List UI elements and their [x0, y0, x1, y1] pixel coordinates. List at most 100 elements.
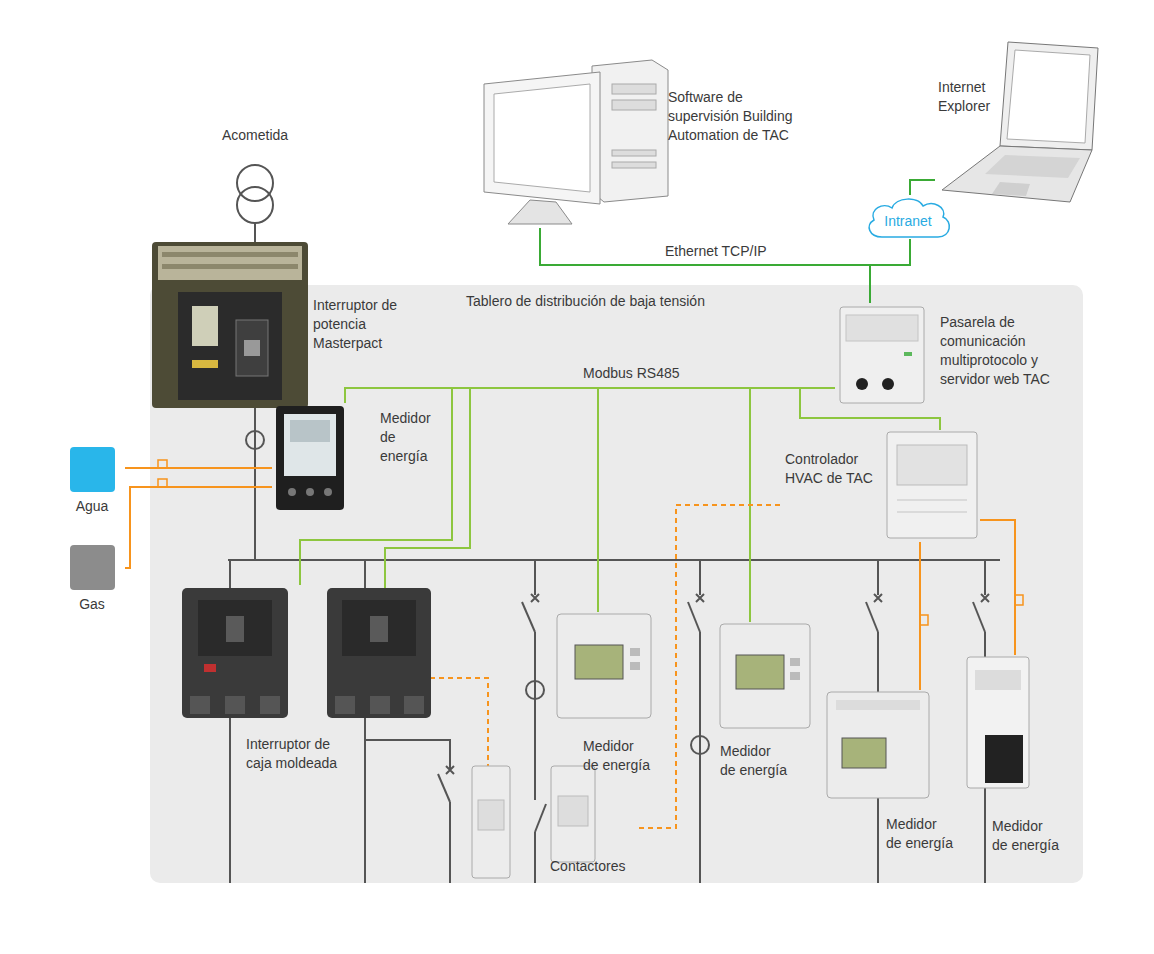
gateway-label-plate — [846, 315, 918, 341]
energy-meter: Medidor de energía — [825, 690, 959, 856]
bus-label: Ethernet TCP/IP — [662, 242, 770, 261]
contactor-case — [551, 766, 595, 862]
power-breaker: Interruptor de potencia Masterpact — [150, 240, 445, 412]
gateway-led — [904, 352, 912, 356]
current-sensor — [691, 736, 709, 754]
pulse-symbol — [158, 460, 167, 468]
laptop-screen — [1007, 50, 1090, 143]
gateway-case — [840, 307, 924, 403]
branch-line — [449, 802, 451, 883]
meter-lcd — [736, 655, 784, 689]
pulse-meter-picture — [827, 692, 929, 798]
current-sensor — [246, 431, 264, 449]
pulse-symbol — [158, 479, 167, 487]
node-label: Intranet — [862, 212, 954, 231]
gateway-port — [882, 378, 894, 390]
supervision-workstation: Software de supervisión Building Automat… — [480, 48, 835, 228]
node-label: Medidor de energía — [583, 737, 652, 775]
meter-button — [790, 672, 800, 680]
contactor-front — [478, 800, 504, 830]
connector — [800, 388, 940, 430]
breaker-terminal — [225, 696, 245, 714]
monitor-screen — [494, 84, 590, 192]
breaker-button — [244, 340, 260, 356]
switch-cross — [981, 594, 989, 602]
controller-case — [887, 432, 977, 538]
branch-line — [365, 740, 450, 770]
workstation-picture — [484, 60, 668, 224]
drive-bay — [612, 84, 656, 94]
meter-lcd — [842, 738, 886, 768]
branch-line — [984, 560, 986, 595]
gateway-picture — [840, 307, 924, 403]
connector — [540, 228, 870, 303]
breaker-case — [152, 242, 308, 408]
contactor-front — [558, 796, 588, 826]
masterpact-picture — [152, 242, 308, 408]
gateway-port — [856, 378, 868, 390]
node-label: Medidor de energía — [992, 817, 1062, 855]
connector — [598, 388, 835, 612]
gas-source: Gas — [62, 545, 125, 617]
edge-label-holder: Ethernet TCP/IP — [662, 242, 770, 261]
monitor-stand — [508, 200, 572, 224]
connector — [635, 505, 780, 828]
laptop-picture — [942, 42, 1098, 202]
transformer-coil — [237, 165, 273, 201]
drive-bay — [612, 100, 656, 110]
node-label: Medidor de energía — [886, 815, 956, 853]
din-meter-picture — [720, 624, 810, 728]
connector — [300, 388, 835, 585]
meter-case — [276, 406, 344, 510]
node-label: Tablero de distribución de baja tensión — [466, 292, 766, 311]
pulse-symbol — [1015, 595, 1023, 605]
breaker-terminal — [404, 696, 424, 714]
control-wire — [430, 678, 488, 766]
switch-blade — [438, 774, 450, 802]
pulse-meter-picture — [967, 657, 1029, 788]
branch-line — [877, 560, 879, 595]
laptop-base — [942, 146, 1092, 202]
connector — [125, 467, 272, 469]
meter-button — [324, 488, 332, 496]
branch-line — [534, 632, 536, 800]
molded-case-breaker: Interruptor de caja moldeada — [180, 585, 353, 790]
meter-button — [630, 662, 640, 670]
source-square — [70, 545, 115, 590]
meter-button — [288, 488, 296, 496]
breaker-case — [327, 588, 431, 718]
node-label: Agua — [62, 497, 122, 516]
bus-label: Modbus RS485 — [580, 364, 683, 383]
meter-case — [720, 624, 810, 728]
switch-blade — [973, 602, 985, 632]
breaker-front — [178, 292, 282, 400]
laptop-lid — [1000, 42, 1098, 150]
transformer-coil — [237, 187, 273, 223]
contactor-case — [472, 766, 510, 878]
meter-button — [790, 658, 800, 666]
source-square — [70, 447, 115, 492]
connector — [750, 388, 835, 622]
meter-case — [967, 657, 1029, 788]
web-gateway: Pasarela de comunicación multiprotocolo … — [835, 303, 1078, 405]
connector — [910, 180, 935, 195]
din-meter-picture — [557, 614, 651, 718]
meter-case — [827, 692, 929, 798]
drive-bay — [612, 150, 656, 156]
breaker-terminal — [335, 696, 355, 714]
switch-cross — [696, 594, 704, 602]
controller-picture — [887, 432, 977, 538]
node-label: Interruptor de caja moldeada — [246, 735, 350, 773]
meter-terminals — [836, 700, 920, 710]
meter-digits — [290, 420, 330, 442]
node-label: Gas — [62, 595, 122, 614]
branch-line — [534, 560, 536, 595]
service-entrance: Acometida — [208, 124, 305, 224]
breaker-case — [182, 588, 288, 718]
intranet-cloud: Intranet — [862, 195, 957, 239]
meter-button — [306, 488, 314, 496]
connector — [919, 542, 921, 690]
pc-tower — [592, 60, 668, 202]
branch-line — [699, 632, 701, 883]
